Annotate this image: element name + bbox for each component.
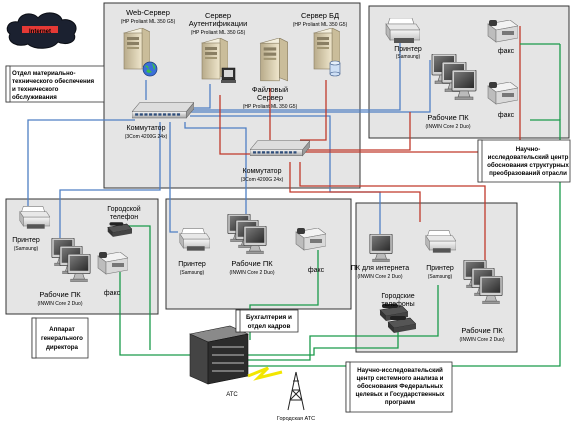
rc-top-pcs-name: Рабочие ПК [427, 113, 469, 122]
rc-bottom-title-3: обоснования Федеральных [357, 383, 443, 390]
switch1-model: (3Com 4200G 24x) [125, 134, 168, 140]
rc-top-printer-model: (Samsung) [396, 54, 421, 60]
rc-bottom-title-4: целевых и Государственных [356, 391, 445, 398]
rc-top-title-3: обоснования структурных [487, 162, 569, 169]
city-pbx-label: Городская АТС [277, 416, 315, 422]
auth-server-name-1: Сервер [205, 11, 231, 20]
cloud-label: Internet [29, 29, 51, 35]
db-server-name: Сервер БД [301, 11, 339, 20]
research-top-callout: Научно- исследовательский центр обоснова… [477, 139, 571, 183]
rc-bottom-pcs-model: (INWIN Core 2 Duo) [459, 337, 504, 343]
dir-fax-label: факс [104, 290, 121, 297]
rc-bottom-title-5: программ [385, 399, 416, 406]
rc-bottom-pcs-name: Рабочие ПК [461, 326, 503, 335]
switch2-model: (3Com 4200G 24x) [241, 177, 284, 183]
rc-top-fax1-label: факс [498, 48, 515, 55]
auth-server-model: (HP Proliant ML 350 G5) [191, 30, 246, 36]
rc-bottom-phones-2: телефоны [381, 301, 414, 308]
file-server-model: (HP Proliant ML 350 G5) [243, 104, 298, 110]
dir-title-3: директора [46, 344, 79, 351]
db-server-model: (HP Proliant ML 350 G5) [293, 22, 348, 28]
server-room-title-1: Отдел материально- [12, 70, 76, 77]
pbx-cabinet-icon [189, 325, 249, 385]
internet-cloud [6, 12, 77, 49]
rc-top-pcs-model: (INWIN Core 2 Duo) [425, 124, 470, 130]
switch2-icon [250, 140, 310, 157]
rc-top-title-1: Научно- [516, 146, 541, 153]
rc-bottom-printer-model: (Samsung) [428, 274, 453, 280]
accounting-callout: Бухгалтерия и отдел кадров [235, 309, 299, 333]
rc-top-title-2: исследовательский центр [488, 154, 569, 161]
rc-bottom-internet-pc-name: ПК для интернета [351, 265, 409, 272]
rc-bottom-title-2: центр системного анализа и [357, 375, 444, 382]
acc-title-1: Бухгалтерия и [246, 314, 292, 321]
file-server-icon [259, 38, 288, 82]
dir-title-1: Аппарат [49, 326, 75, 333]
web-server-name: Web-Сервер [126, 8, 170, 17]
fax-icon [97, 252, 128, 275]
rc-bottom-internet-pc-model: (INWIN Core 2 Duo) [357, 274, 402, 280]
file-server-name-1: Файловый [252, 85, 288, 94]
switch1-name: Коммутатор [127, 125, 166, 132]
server-room-title-4: обслуживания [12, 94, 57, 101]
terminal-icon [221, 67, 236, 83]
globe-icon [142, 61, 158, 77]
switch1-icon [132, 101, 194, 119]
fax-icon [295, 228, 326, 251]
server-room-title-3: и технического [12, 86, 59, 93]
acc-printer-name: Принтер [178, 261, 206, 268]
acc-title-2: отдел кадров [248, 323, 291, 330]
rc-bottom-printer-name: Принтер [426, 265, 454, 272]
lightning-link-icon [247, 366, 283, 381]
acc-printer-model: (Samsung) [180, 270, 205, 276]
server-room-callout: Отдел материально- технического обеспече… [5, 65, 105, 103]
dir-printer-model: (Samsung) [14, 246, 39, 252]
radio-tower-icon [287, 371, 305, 411]
acc-pcs-name: Рабочие ПК [231, 259, 273, 268]
dir-printer-name: Принтер [12, 237, 40, 244]
accounting-box [165, 198, 352, 310]
auth-server-name-2: Аутентификации [189, 19, 248, 28]
fax-icon [487, 82, 518, 105]
dir-phone-line-1: Городской [107, 205, 140, 213]
file-server-name-2: Сервер [257, 93, 283, 102]
rc-bottom-phones-1: Городские [381, 293, 414, 300]
research-bottom-callout: Научно-исследовательский центр системног… [345, 361, 453, 413]
dir-pcs-name: Рабочие ПК [39, 290, 81, 299]
pbx-label: АТС [226, 392, 238, 398]
rc-top-title-4: преобразований отрасли [489, 170, 567, 177]
fax-icon [487, 20, 518, 43]
rc-top-fax2-label: факс [498, 112, 515, 119]
acc-fax-label: факс [308, 267, 325, 274]
rc-bottom-title-1: Научно-исследовательский [357, 367, 443, 374]
director-callout: Аппарат генерального директора [31, 317, 89, 359]
dir-title-2: генерального [41, 335, 83, 342]
cloud-label-bar [22, 26, 58, 33]
rc-top-printer-name: Принтер [394, 46, 422, 53]
dir-phone-line-2: телефон [110, 214, 138, 221]
database-icon [329, 60, 341, 77]
server-room-title-2: технического обеспечения [12, 78, 95, 85]
web-server-model: (HP Proliant ML 350 G5) [121, 19, 176, 25]
acc-pcs-model: (INWIN Core 2 Duo) [229, 270, 274, 276]
switch2-name: Коммутатор [243, 168, 282, 175]
dir-pcs-model: (INWIN Core 2 Duo) [37, 301, 82, 307]
